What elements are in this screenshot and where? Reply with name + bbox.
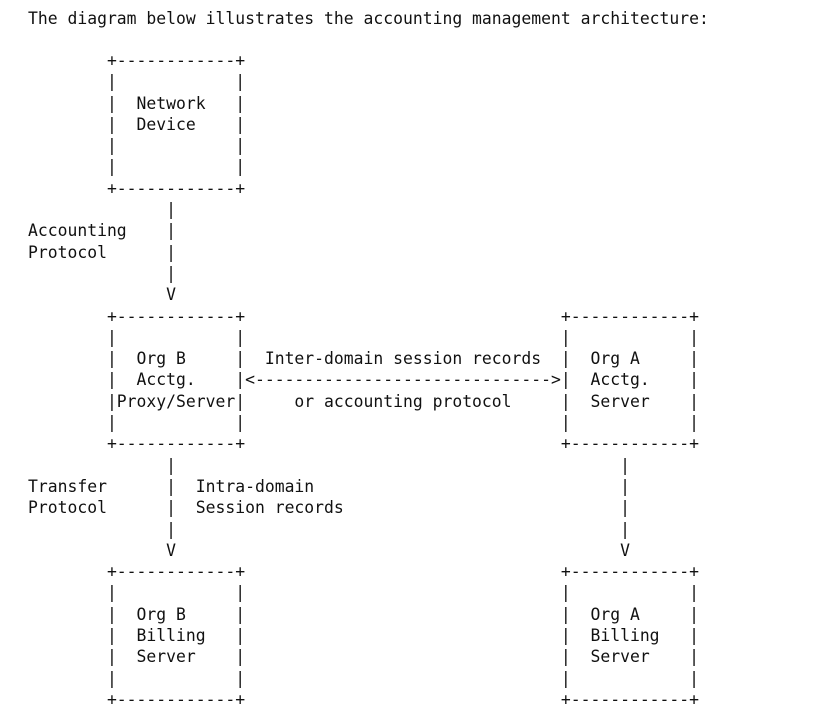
accounting-architecture-ascii-diagram: +------------+ | | | Network | | Device … [28,51,700,709]
diagram-title: Accounting Management Architecture [0,0,1,1]
intro-paragraph: The diagram below illustrates the accoun… [28,9,709,28]
